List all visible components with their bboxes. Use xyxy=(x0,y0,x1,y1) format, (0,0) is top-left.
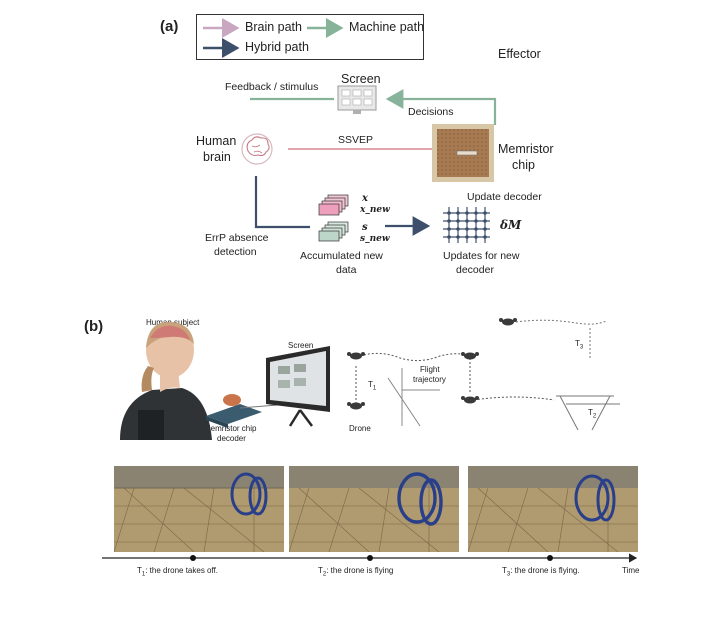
data-xnew-label: x_new xyxy=(360,205,390,215)
panel-a-diagram xyxy=(241,85,497,243)
legend-hybrid-path: Hybrid path xyxy=(245,40,309,54)
drone-icons xyxy=(347,318,517,410)
delta-m-label: δM xyxy=(500,218,522,232)
data-stack-x xyxy=(318,194,349,216)
timeline-caption-t1: T1: the drone takes off. xyxy=(137,566,218,578)
drone-trajectory-2 xyxy=(515,319,620,431)
flight-label-1: Flight xyxy=(420,365,440,374)
screen-b-label: Screen xyxy=(288,341,314,350)
cap3-sub: 3 xyxy=(506,571,511,578)
crossbar-nodes xyxy=(447,211,487,239)
timeline-marker-t3 xyxy=(547,555,553,561)
data-s-label: s xyxy=(362,222,368,233)
screen-label: Screen xyxy=(341,72,381,86)
errp-path xyxy=(254,176,310,229)
t2-sub: 2 xyxy=(592,413,597,420)
hoop-obstacle-t2 xyxy=(397,472,443,526)
t1-label: T1 xyxy=(368,380,376,392)
t1-letter: T xyxy=(368,380,373,389)
chip-decoder-label-2: decoder xyxy=(217,434,246,443)
t1-sub: 1 xyxy=(372,385,377,392)
legend-arrows xyxy=(203,18,344,58)
timeline-time-label: Time xyxy=(622,566,640,575)
cap2-pre: T xyxy=(318,566,323,575)
timeline-caption-t3: T3: the drone is flying. xyxy=(502,566,580,578)
timeline-marker-t2 xyxy=(367,555,373,561)
chip-decoder-label-1: Memristor chip xyxy=(204,424,257,433)
decisions-arrow xyxy=(385,89,497,125)
errp-label-1: ErrP absence xyxy=(205,232,269,244)
legend: Brain path Machine path Hybrid path xyxy=(196,14,424,60)
memristor-chip-image xyxy=(432,124,494,182)
photo-t1 xyxy=(114,466,284,552)
updates-label-1: Updates for new xyxy=(443,250,520,262)
t2-label: T2 xyxy=(588,408,596,420)
timeline-caption-t2: T2: the drone is flying xyxy=(318,566,393,578)
t3-sub: 3 xyxy=(579,344,584,351)
screen-icon xyxy=(337,85,377,114)
panel-a-label: (a) xyxy=(160,18,179,35)
timeline-marker-t1 xyxy=(190,555,196,561)
cap2-sub: 2 xyxy=(322,571,327,578)
update-decoder-label: Update decoder xyxy=(467,191,542,203)
panel-b-label: (b) xyxy=(84,318,104,335)
drone-label: Drone xyxy=(349,424,371,433)
accumulated-label-2: data xyxy=(336,264,357,276)
human-brain-label-1: Human xyxy=(196,134,237,148)
data-x-label: x xyxy=(362,193,368,204)
cap3-pre: T xyxy=(502,566,507,575)
effector-label: Effector xyxy=(498,47,541,61)
drone-trajectory-1 xyxy=(355,352,555,427)
cap1-post: : the drone takes off. xyxy=(145,566,219,575)
photo-t2 xyxy=(289,466,459,552)
feedback-label: Feedback / stimulus xyxy=(225,81,319,93)
brain-icon xyxy=(241,133,273,165)
cap1-pre: T xyxy=(137,566,142,575)
cap2-post: : the drone is flying xyxy=(326,566,394,575)
memristor-chip-label-1: Memristor xyxy=(498,142,554,156)
legend-machine-path: Machine path xyxy=(349,20,425,34)
ssvep-label: SSVEP xyxy=(338,134,374,146)
panel-b-illustration xyxy=(120,318,620,440)
human-subject-illustration xyxy=(120,321,212,440)
monitor-illustration xyxy=(266,346,330,427)
t2-letter: T xyxy=(588,408,593,417)
memristor-chip-label-2: chip xyxy=(512,158,535,172)
cap1-sub: 1 xyxy=(141,571,146,578)
errp-label-2: detection xyxy=(214,246,257,258)
decisions-label: Decisions xyxy=(408,106,454,118)
data-stack-s xyxy=(318,221,349,242)
hoop-obstacle-t3 xyxy=(574,474,616,522)
flight-label-2: trajectory xyxy=(413,375,446,384)
hoop-obstacle-t1 xyxy=(230,472,268,516)
photo-t3 xyxy=(468,466,638,552)
human-brain-label-2: brain xyxy=(203,150,231,164)
timeline-axis xyxy=(102,553,638,563)
cap3-post: : the drone is flying. xyxy=(510,566,580,575)
t3-letter: T xyxy=(575,339,580,348)
data-snew-label: s_new xyxy=(360,234,390,244)
updates-label-2: decoder xyxy=(456,264,494,276)
t3-label: T3 xyxy=(575,339,583,351)
legend-brain-path: Brain path xyxy=(245,20,302,34)
accumulated-label-1: Accumulated new xyxy=(300,250,383,262)
